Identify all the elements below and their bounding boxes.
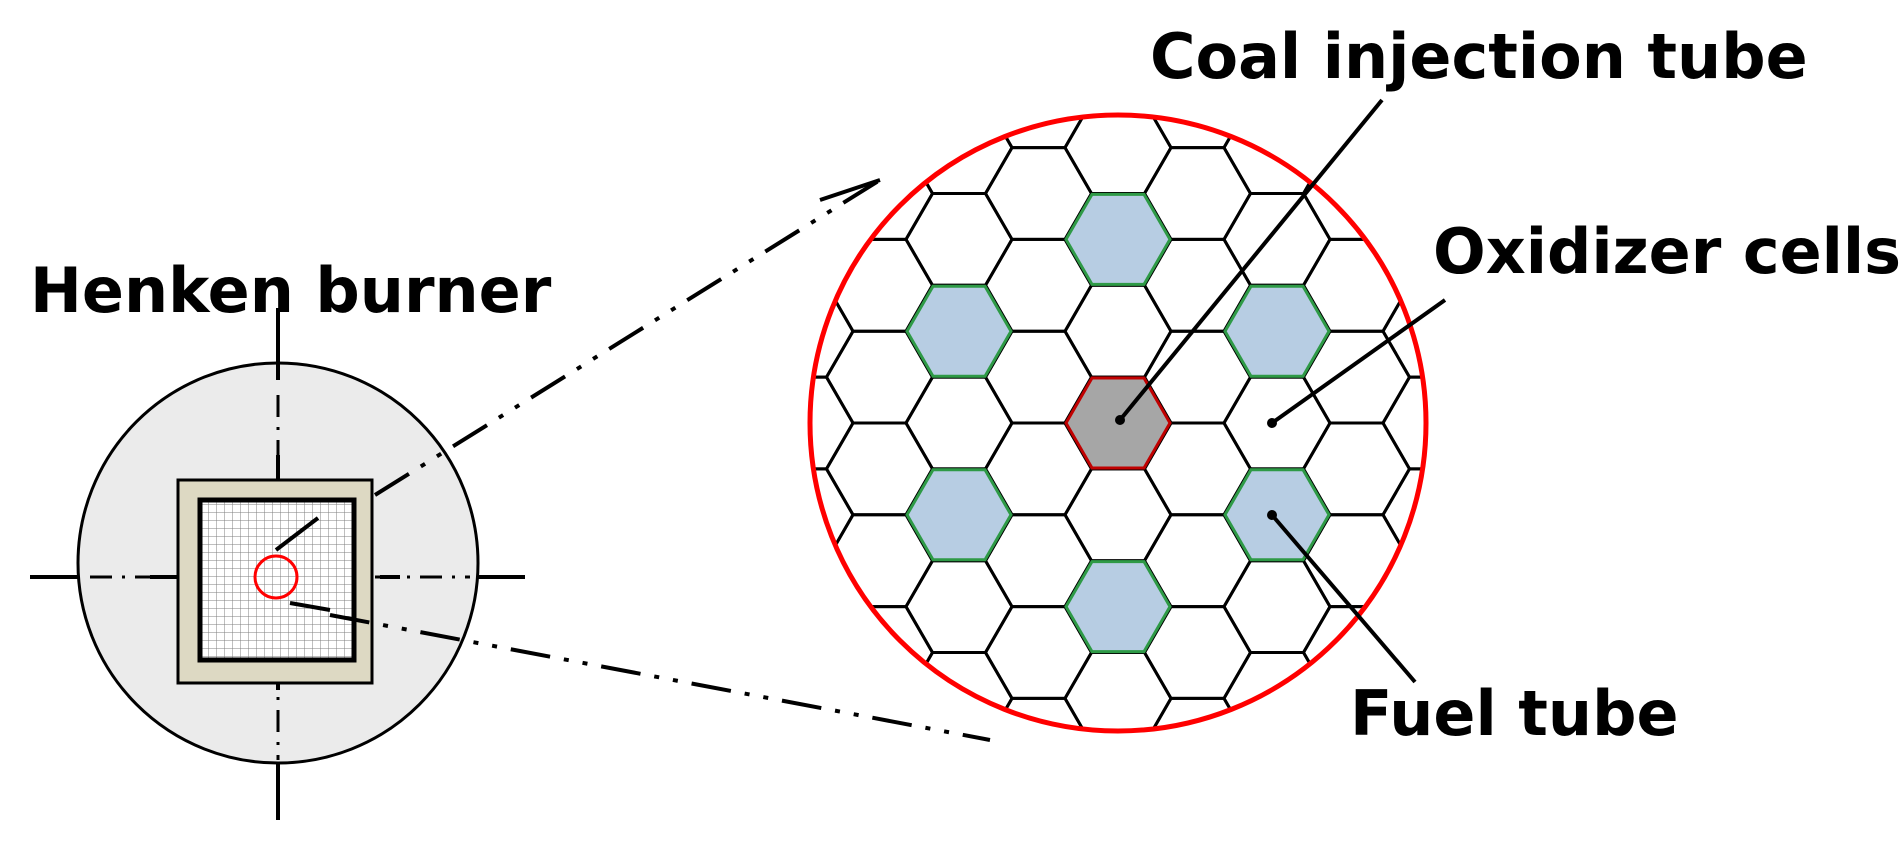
fuel-tube-label: Fuel tube xyxy=(1350,677,1679,750)
oxidizer-cell xyxy=(1381,559,1426,654)
fuel-tube-cell xyxy=(905,468,1013,562)
oxidizer-cell xyxy=(810,559,855,654)
fuel-tube-leader-dot xyxy=(1267,510,1277,520)
oxidizer-leader xyxy=(1270,298,1447,425)
oxidizer-cell xyxy=(1381,283,1426,379)
oxidizer-cell xyxy=(810,192,855,287)
fuel-tube-leader xyxy=(1270,513,1417,684)
coal-tube-label: Coal injection tube xyxy=(1150,20,1808,93)
zoom-line-stub-upper xyxy=(819,178,881,202)
fuel-tube-cell xyxy=(1064,192,1172,286)
coal-tube-leader xyxy=(1118,98,1384,422)
oxidizer-leader-dot xyxy=(1267,418,1277,428)
fuel-tube-cell xyxy=(905,284,1013,378)
oxidizer-cell xyxy=(1381,467,1426,563)
burner-overview: Henken burner xyxy=(30,254,552,820)
detail-boundary xyxy=(807,112,1429,734)
fuel-tube-cell xyxy=(1064,560,1172,654)
coal-tube-leader-dot xyxy=(1115,415,1125,425)
zoom-region-marker xyxy=(253,554,299,600)
oxidizer-cell xyxy=(1065,744,1171,836)
burner-mesh xyxy=(197,497,357,663)
fuel-tube-cell xyxy=(1223,468,1331,562)
fuel-tube-cell xyxy=(1223,284,1331,378)
zoom-lines xyxy=(329,178,991,742)
callout-lines xyxy=(1118,98,1447,684)
marker-leader-lower xyxy=(289,601,331,612)
marker-leader-upper xyxy=(274,516,320,552)
oxidizer-cell xyxy=(1381,375,1426,471)
oxidizer-label: Oxidizer cells xyxy=(1433,215,1899,288)
burner-title: Henken burner xyxy=(30,254,552,327)
